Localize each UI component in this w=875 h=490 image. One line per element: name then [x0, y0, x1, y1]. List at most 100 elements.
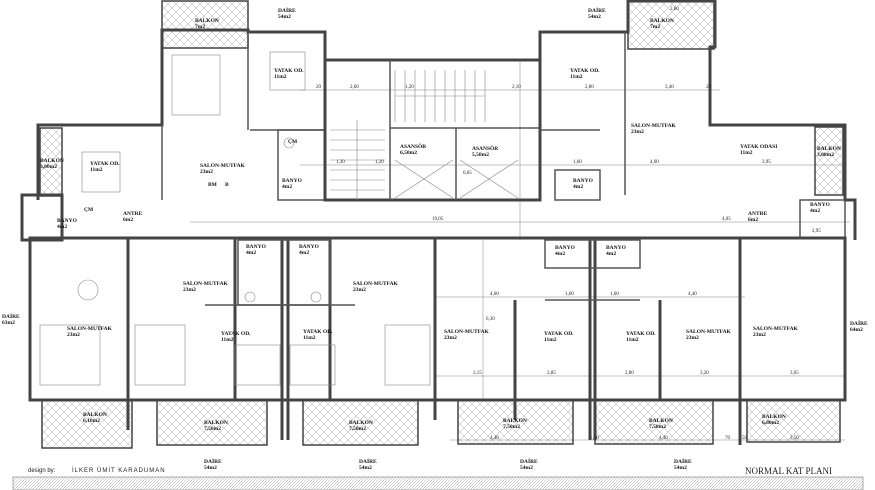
room-name: BANYO — [57, 218, 78, 224]
room-area: 4m2 — [555, 251, 565, 257]
dimension-label: 3,65 — [790, 371, 799, 376]
dimension-label: 4,40 — [659, 436, 668, 441]
room-name: SALON-MUTFAK — [686, 329, 732, 335]
room-name: ANTRE — [123, 211, 143, 217]
room-area: 7,50m2 — [649, 424, 666, 430]
dimension-label: 2,60 — [350, 85, 359, 90]
room-label: YATAK OD.11m2 — [544, 331, 574, 343]
room-area: 23m2 — [686, 335, 699, 341]
room-name: DAİRE — [520, 458, 538, 465]
room-name: BANYO — [299, 244, 320, 250]
room-area: 7,50m2 — [204, 426, 221, 432]
room-area: 4m2 — [810, 208, 820, 214]
room-area: 23m2 — [353, 287, 366, 293]
room-name: BALKON — [195, 18, 219, 24]
dimension-label: 1,60 — [565, 292, 574, 297]
room-area: 3,00m2 — [40, 164, 57, 170]
room-name: YATAK ODASI — [740, 144, 777, 150]
dimension-label: 2,10 — [512, 85, 521, 90]
room-area: 11m2 — [740, 150, 753, 156]
room-name: SALON-MUTFAK — [200, 163, 246, 169]
room-area: 6,50m2 — [400, 150, 417, 156]
room-area: 23m2 — [444, 335, 457, 341]
room-name: SALON-MUTFAK — [444, 329, 490, 335]
room-area: 7,50m2 — [503, 424, 520, 430]
dimension-label: 4,40 — [490, 436, 499, 441]
room-area: 6m2 — [123, 217, 133, 223]
room-name: BALKON — [650, 18, 674, 24]
dimension-label: 4,40 — [688, 292, 697, 297]
credit-prefix: design by: — [28, 468, 56, 474]
room-name: ASANSÖR — [472, 145, 499, 152]
balconies — [39, 0, 844, 449]
room-name: YATAK OD. — [90, 161, 120, 167]
room-name: YATAK OD. — [544, 331, 574, 337]
dimension-label: 2,80 — [625, 371, 634, 376]
room-area: 54m2 — [520, 465, 533, 471]
room-area: 3,00m2 — [817, 152, 834, 158]
room-name: YATAK OD. — [221, 331, 251, 337]
room-name: BANYO — [573, 178, 594, 184]
room-area: 7m2 — [650, 24, 660, 30]
room-name: ANTRE — [748, 211, 768, 217]
room-name: DAİRE — [850, 320, 868, 327]
room-name: BALKON — [204, 420, 228, 426]
dimension-label: 2,95 — [812, 229, 821, 234]
room-name: BALKON — [817, 146, 841, 152]
room-area: 11m2 — [626, 337, 639, 343]
room-name: DAİRE — [359, 458, 377, 465]
dimension-label: 2,85 — [547, 371, 556, 376]
room-name: DAİRE — [278, 7, 296, 14]
room-area: 11m2 — [221, 337, 234, 343]
room-label: YATAK OD.11m2 — [570, 68, 600, 80]
room-name: BANYO — [606, 245, 627, 251]
room-name: DAİRE — [588, 7, 606, 14]
room-name: DAİRE — [204, 458, 222, 465]
staircase — [330, 70, 486, 200]
room-name: SALON-MUTFAK — [353, 281, 399, 287]
room-name: SALON-MUTFAK — [183, 281, 229, 287]
dimension-label: 3,95 — [762, 160, 771, 165]
room-area: 23m2 — [67, 332, 80, 338]
room-name: DAİRE — [2, 313, 20, 320]
wc-label: ÇM — [84, 207, 94, 213]
room-name: YATAK OD. — [303, 329, 333, 335]
room-area: 54m2 — [674, 465, 687, 471]
dimension-label: 1,20 — [405, 85, 414, 90]
room-name: BALKON — [349, 420, 373, 426]
dimension-label: 6,30 — [486, 317, 495, 322]
dimension-label: 3,40 — [665, 85, 674, 90]
room-area: 4m2 — [57, 224, 67, 230]
room-area: 54m2 — [359, 465, 372, 471]
room-area: 23m2 — [631, 129, 644, 135]
room-name: BANYO — [246, 244, 267, 250]
room-name: DAİRE — [674, 458, 692, 465]
dimension-label: 4,60 — [490, 292, 499, 297]
room-area: 23m2 — [183, 287, 196, 293]
room-area: 6,10m2 — [83, 418, 100, 424]
room-label: YATAK OD.11m2 — [274, 68, 304, 80]
title-strip — [12, 476, 864, 490]
dimension-label: 1,10 — [590, 436, 599, 441]
dimension-label: 4,05 — [722, 217, 731, 222]
room-area: 54m2 — [588, 14, 601, 20]
room-name: BANYO — [282, 178, 303, 184]
dishwasher-label: BM — [208, 182, 218, 188]
room-label: YATAK OD.11m2 — [303, 329, 333, 341]
room-area: 23m2 — [200, 169, 213, 175]
